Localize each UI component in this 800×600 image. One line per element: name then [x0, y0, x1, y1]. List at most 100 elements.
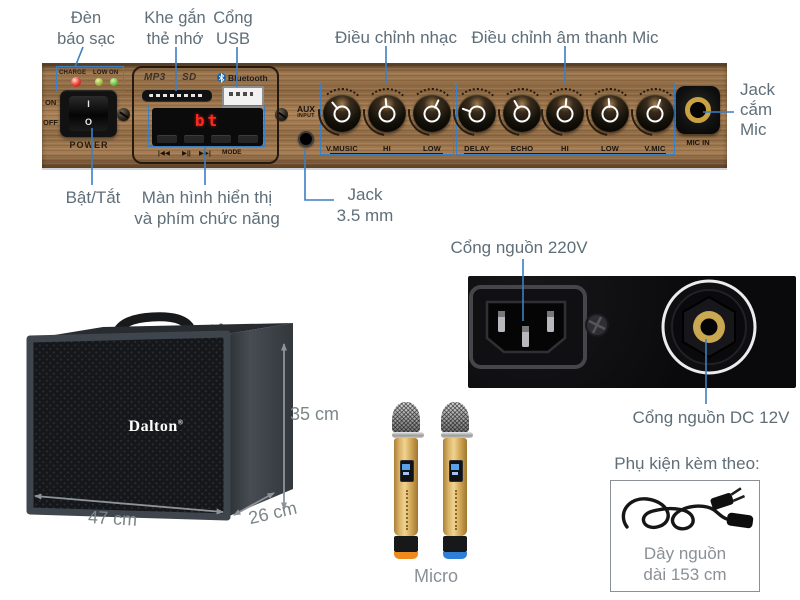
mic-in-jack	[676, 86, 720, 134]
key-button	[184, 135, 204, 143]
switch-off-label: OFF	[43, 118, 58, 127]
aux-35mm-jack	[298, 131, 314, 147]
mic-head	[441, 402, 469, 433]
callout-line: 3.5 mm	[336, 206, 394, 225]
knob-label-rule	[464, 153, 666, 154]
mic-grip	[443, 536, 467, 552]
callout-line: báo sạc	[57, 30, 115, 48]
callout-line: Jack	[740, 80, 775, 99]
width-arrow	[34, 493, 224, 515]
mode-key-label: MODE	[222, 149, 242, 156]
knob-label: LOW	[422, 144, 442, 153]
callout-box-display	[148, 105, 265, 147]
power-panel-graphic	[469, 279, 757, 375]
prev-key-icon: |◀◀	[158, 150, 170, 157]
knob-dial	[453, 88, 501, 132]
key-button	[211, 135, 231, 143]
knob-label: HI	[383, 144, 391, 153]
led-display: bt	[152, 108, 263, 146]
knob-vmusic: V.MUSIC	[318, 88, 366, 153]
mic-display	[449, 460, 463, 482]
callout-music-adjust: Điều chỉnh nhạc	[335, 28, 457, 47]
knob-dial	[498, 88, 546, 132]
microphone-left	[392, 402, 424, 559]
mic-in-label: MIC IN	[686, 138, 710, 147]
media-module: MP3 SD Bluetooth bt |◀◀ ▶|| ▶▶| MODE	[132, 66, 279, 164]
mic-display	[400, 460, 414, 482]
sd-card-slot	[142, 90, 212, 102]
brand-logo: Dalton®	[95, 418, 217, 436]
key-button	[238, 135, 258, 143]
knob-dial	[586, 88, 634, 132]
speaker-graphic	[26, 312, 293, 521]
callout-box-leds: CHARGE LOW ON	[56, 66, 124, 92]
knob-hi-mic: HI	[541, 88, 589, 153]
callout-memory-slot: Khe gắn thẻ nhớ	[130, 8, 220, 50]
knob-dial	[631, 88, 679, 132]
rear-power-panel	[468, 276, 796, 388]
speaker-grille	[26, 330, 231, 521]
screw-icon	[585, 313, 609, 337]
callout-power-toggle: Bật/Tắt	[65, 188, 121, 207]
knob-low-music: LOW	[408, 88, 456, 153]
knob-label: HI	[561, 144, 569, 153]
mic-ring-orange	[394, 552, 418, 559]
power-cord-icon	[621, 487, 754, 531]
accessories-title: Phụ kiện kèm theo:	[614, 454, 760, 473]
callout-usb-port: Cổng USB	[193, 8, 273, 50]
knob-label: LOW	[600, 144, 620, 153]
micro-caption: Micro	[414, 566, 458, 586]
ac-inlet-220v	[469, 285, 587, 369]
speaker-illustration	[15, 310, 335, 545]
height-dimension: 35 cm	[290, 404, 340, 424]
mp3-logo: MP3	[144, 72, 166, 83]
callout-charging-light: Đèn báo sạc	[41, 8, 131, 50]
dc-jack-12v	[661, 279, 757, 375]
low-led	[95, 78, 103, 86]
power-rocker: I O	[69, 96, 108, 131]
switch-on-label: ON	[45, 98, 57, 107]
control-panel: CHARGE LOW ON ON OFF I O POWER MP3 SD	[42, 63, 727, 168]
knob-dial	[541, 88, 589, 132]
sd-logo: SD	[182, 72, 197, 83]
callout-mic-sound-adjust: Điều chỉnh âm thanh Mic	[471, 28, 659, 47]
cable-caption-line1: Dây nguồn	[643, 544, 727, 563]
width-dimension: 47 cm	[87, 506, 138, 530]
knob-vmic: V.MIC	[631, 88, 679, 153]
callout-line: thẻ nhớ	[146, 30, 204, 48]
function-keys	[157, 135, 258, 143]
knob-dial	[408, 88, 456, 132]
knob-dial	[363, 88, 411, 132]
microphone-right	[441, 402, 473, 559]
callout-line: USB	[216, 30, 250, 48]
callout-ac-power-port: Cổng nguồn 220V	[450, 238, 588, 257]
rocker-off-glyph: O	[84, 117, 92, 127]
knob-echo: ECHO	[498, 88, 546, 153]
callout-display-keys: Màn hình hiển thị và phím chức năng	[117, 187, 297, 229]
knob-label-rule	[330, 153, 443, 154]
play-key-icon: ▶||	[182, 150, 191, 157]
brand-name: Dalton	[128, 418, 178, 435]
bluetooth-icon	[217, 73, 226, 83]
knob-label: V.MUSIC	[326, 144, 358, 153]
charge-led	[71, 77, 81, 87]
on-led	[110, 78, 118, 86]
usb-port	[222, 86, 264, 108]
screw-icon	[117, 108, 130, 121]
aux-label: AUX INPUT	[289, 105, 323, 119]
knob-low-mic: LOW	[586, 88, 634, 153]
key-button	[157, 135, 177, 143]
knob-hi-music: HI	[363, 88, 411, 153]
callout-line: cắm	[740, 100, 773, 119]
mic-head	[392, 402, 420, 433]
knob-label: ECHO	[510, 144, 534, 153]
on-led-label: ON	[109, 70, 119, 76]
callout-mic-jack: Jack cắm Mic	[740, 80, 798, 140]
callout-dc-power-port: Cổng nguồn DC 12V	[632, 408, 790, 427]
dimension-arrows	[34, 343, 287, 516]
microphones	[390, 402, 486, 562]
bluetooth-label: Bluetooth	[228, 72, 268, 83]
callout-line: Jack	[347, 185, 383, 204]
bluetooth-badge: Bluetooth	[217, 72, 268, 83]
